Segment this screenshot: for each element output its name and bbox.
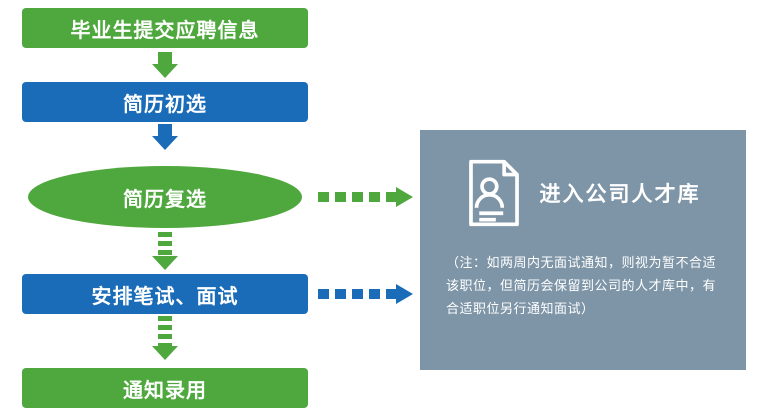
flow-step-submit-info: 毕业生提交应聘信息 [22,8,308,48]
flow-step-arrange-test-interview: 安排笔试、面试 [22,274,308,314]
right-arrow-dashed-green-icon [318,187,413,207]
down-arrow-icon [152,52,178,78]
talent-pool-panel: 进入公司人才库 （注：如两周内无面试通知，则视为暂不合适该职位，但简历会保留到公… [420,130,746,370]
down-arrow-striped-icon [152,316,178,360]
flow-step-resume-initial-screen: 简历初选 [22,82,308,122]
flow-step-notify-hire: 通知录用 [22,368,308,408]
down-arrow-icon [152,124,178,150]
down-arrow-striped-icon [152,232,178,270]
flow-step-label: 安排笔试、面试 [91,285,239,308]
right-arrow-dashed-blue-icon [318,284,413,304]
flow-step-label: 简历初选 [123,93,207,116]
flow-step-label: 毕业生提交应聘信息 [70,19,260,42]
talent-pool-title: 进入公司人才库 [539,183,701,206]
flow-step-label: 通知录用 [123,379,207,402]
document-person-icon [468,159,519,227]
flow-step-resume-second-screen: 简历复选 [28,166,302,228]
flow-step-label: 简历复选 [123,188,207,211]
panel-header: 进入公司人才库 [420,158,746,228]
talent-pool-note: （注：如两周内无面试通知，则视为暂不合适该职位，但简历会保留到公司的人才库中，有… [446,255,717,316]
